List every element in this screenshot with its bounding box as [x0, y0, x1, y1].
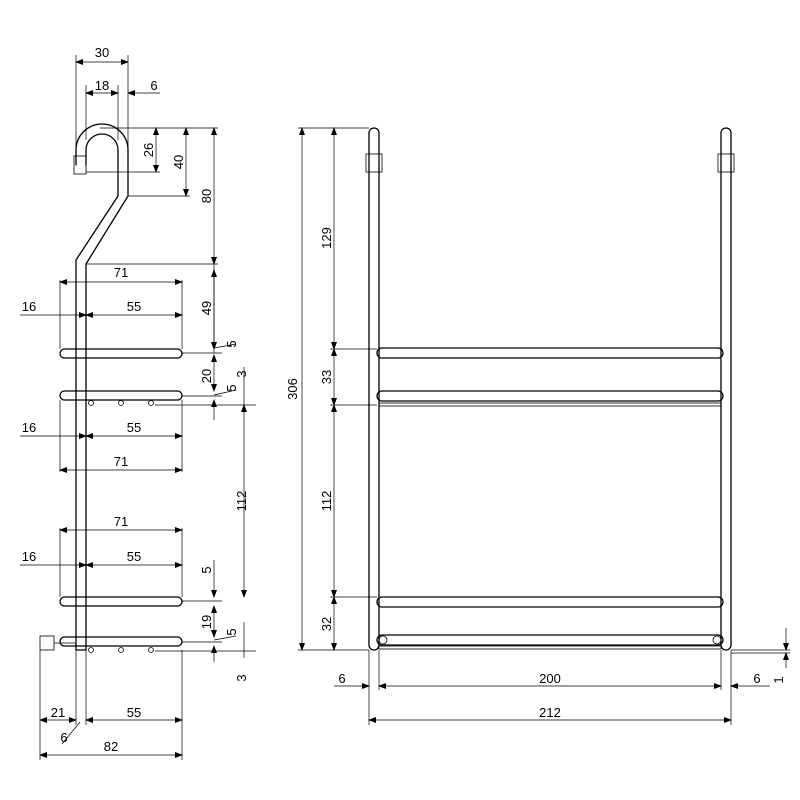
dim-rod-span: 55	[127, 549, 141, 564]
front-dimension-lines	[299, 127, 789, 723]
dim-wire-thickness: 6	[150, 78, 157, 93]
dim-base-offset: 1	[771, 676, 786, 683]
rod-dot	[118, 647, 124, 653]
dim-bend-height: 80	[199, 189, 214, 203]
dim-dot-diameter: 3	[234, 674, 249, 681]
dim-hook-height: 40	[171, 155, 186, 169]
dim-rod-diameter: 5	[224, 340, 239, 347]
shelf-bar-4	[378, 645, 722, 650]
dim-rod-offset: 16	[22, 549, 36, 564]
dim-rod-length: 71	[114, 454, 128, 469]
dim-upper-gap: 33	[319, 370, 334, 384]
dim-hook-width: 30	[95, 45, 109, 60]
shelf-rod-3	[376, 596, 724, 608]
dim-rod-offset: 16	[22, 420, 36, 435]
dim-total-height: 306	[285, 378, 300, 400]
dim-rod-length: 71	[114, 265, 128, 280]
dim-lower-gap: 32	[319, 617, 334, 631]
side-dimension-texts: 30 18 6 26 40 80 71 16 55 49 5 20 5 3 16…	[22, 45, 249, 754]
dim-rod-length: 71	[114, 514, 128, 529]
shelf-rod-1	[376, 347, 724, 359]
rod-end	[712, 635, 722, 645]
dim-hook-drop: 26	[141, 143, 156, 157]
rod-dot	[88, 647, 94, 653]
right-cap	[717, 153, 735, 173]
dim-foot-offset: 21	[51, 705, 65, 720]
rod-dot	[148, 647, 154, 653]
side-rods	[39, 348, 183, 653]
shelf-bar-2	[378, 402, 722, 407]
dim-side-thickness-left: 6	[338, 671, 345, 686]
left-cap	[365, 153, 383, 173]
foot-cap	[39, 635, 55, 651]
rod-dot	[88, 400, 94, 406]
side-view: 30 18 6 26 40 80 71 16 55 49 5 20 5 3 16…	[20, 45, 256, 760]
dim-rod-span: 55	[127, 299, 141, 314]
rod-tier-3	[59, 596, 183, 607]
shelf-rod-4	[376, 634, 724, 646]
hook-wire	[75, 123, 129, 651]
dim-rod-diameter: 5	[224, 384, 239, 391]
dim-side-thickness-right: 6	[753, 671, 760, 686]
dim-rod-span: 55	[127, 705, 141, 720]
rod-tier-1	[59, 348, 183, 359]
side-extension-lines	[39, 55, 256, 760]
dim-upper-gap: 49	[199, 301, 214, 315]
dim-top-section: 129	[319, 227, 334, 249]
dim-dot-diameter: 3	[234, 370, 249, 377]
dim-inner-width: 200	[539, 671, 561, 686]
dim-hook-inner: 18	[95, 78, 109, 93]
shelf-rod-2	[376, 390, 724, 402]
dim-bottom-gap: 19	[199, 615, 214, 629]
dim-total-depth: 82	[104, 739, 118, 754]
dim-total-width: 212	[539, 705, 561, 720]
right-post	[720, 127, 732, 651]
dim-foot-width: 6	[60, 730, 67, 745]
dim-rod-diameter: 5	[224, 628, 239, 635]
dim-rod-span: 55	[127, 420, 141, 435]
dim-middle-section: 112	[319, 491, 334, 512]
left-post	[368, 127, 380, 651]
rod-dot	[118, 400, 124, 406]
side-dimension-lines	[20, 59, 247, 758]
front-dimension-texts: 306 129 33 112 32 6 200 6 212 1	[285, 227, 786, 720]
rod-end	[378, 635, 388, 645]
dim-tier-gap-small: 20	[199, 369, 214, 383]
rod-tier-4	[59, 636, 183, 647]
front-view: 306 129 33 112 32 6 200 6 212 1	[285, 127, 790, 725]
dim-rod-diameter: 5	[199, 566, 214, 573]
dim-tier-gap-large: 112	[234, 491, 249, 512]
rod-tier-2	[59, 390, 183, 401]
rod-dot	[148, 400, 154, 406]
hook-cap	[73, 155, 87, 175]
dim-rod-offset: 16	[22, 299, 36, 314]
